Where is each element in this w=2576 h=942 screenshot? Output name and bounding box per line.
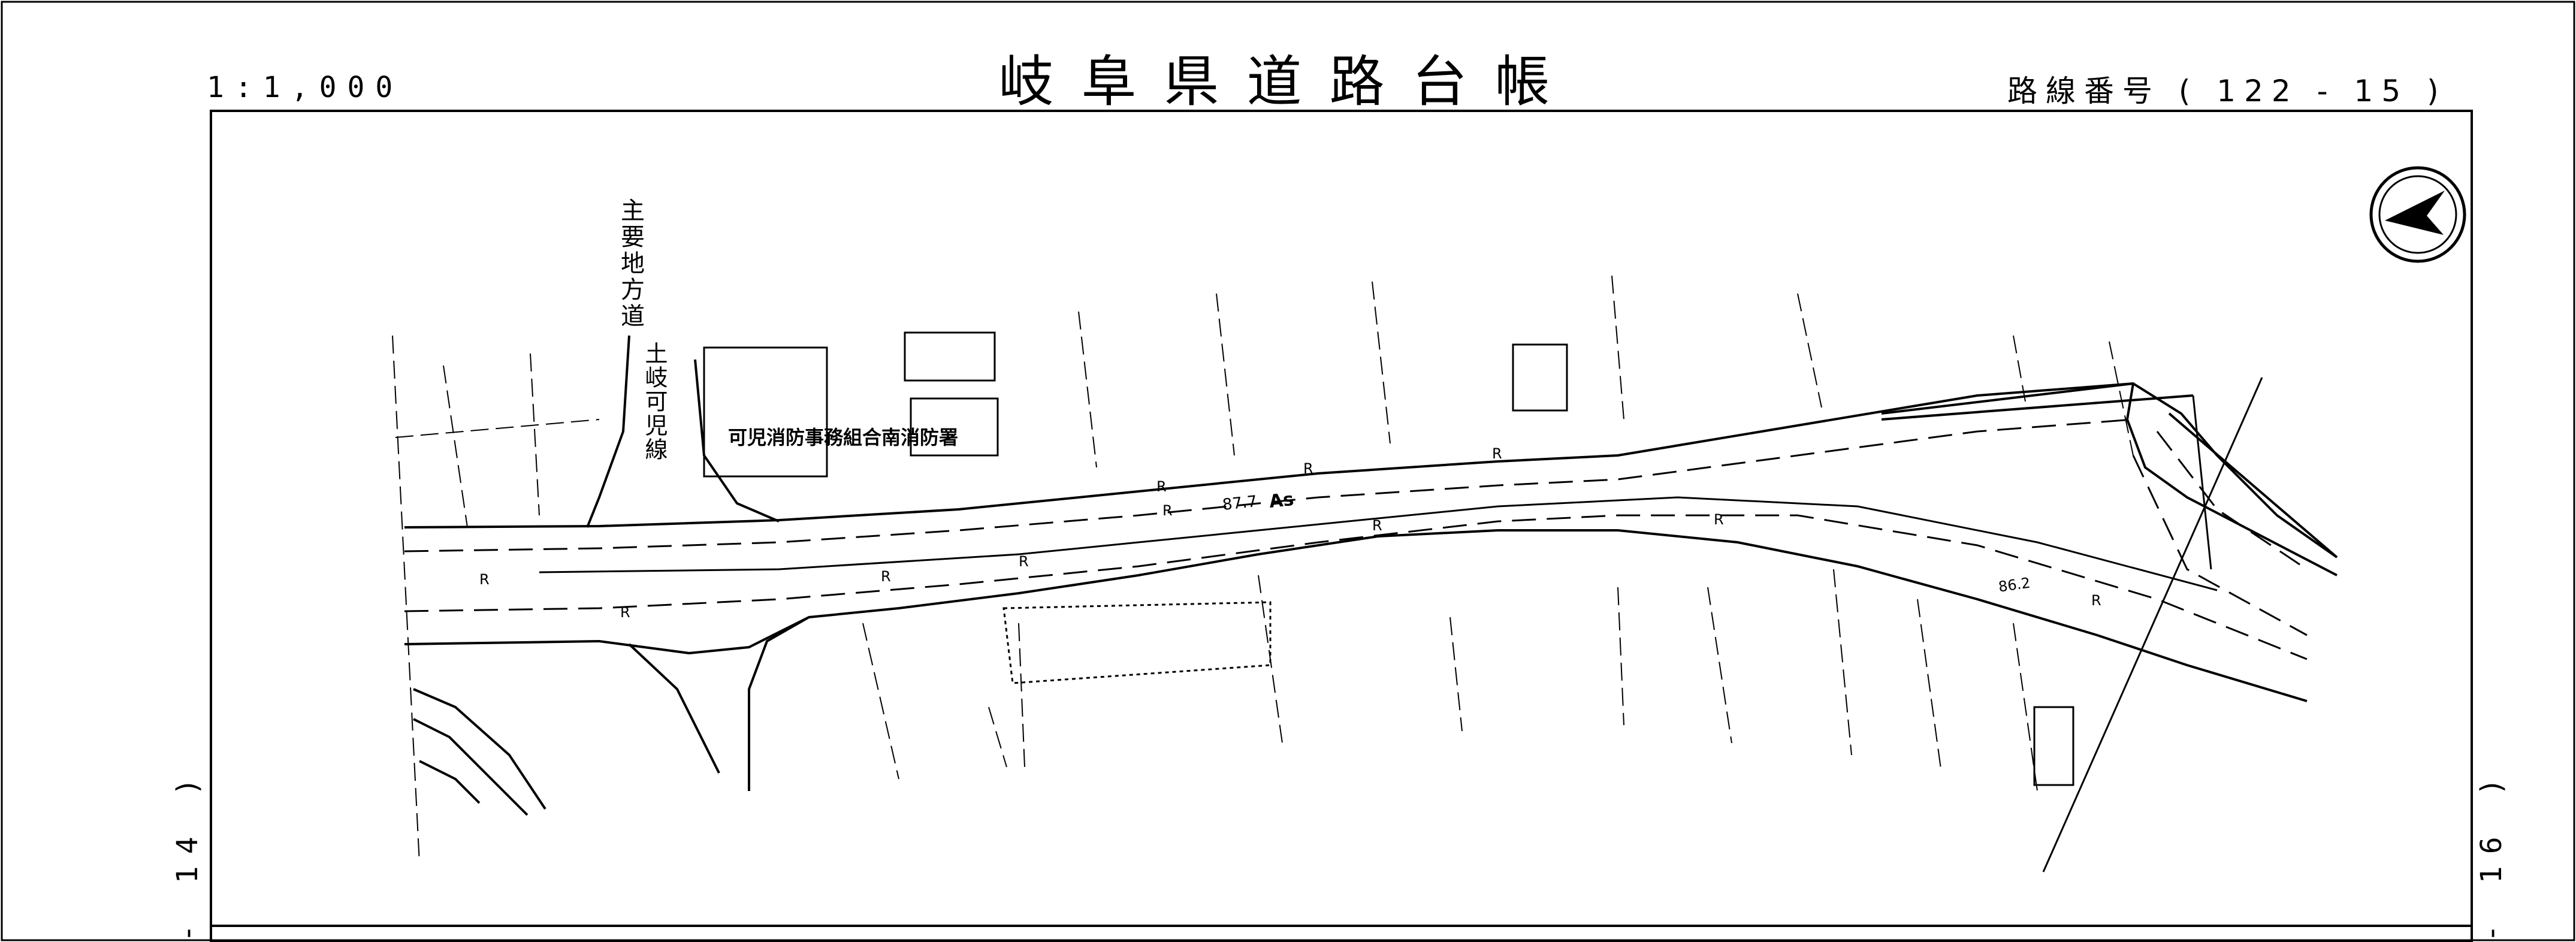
marking-r: R <box>1714 511 1724 528</box>
road-markings: R R R R R R R R R R R <box>479 445 2101 621</box>
map-frame <box>210 110 2473 942</box>
marking-r: R <box>1492 445 1502 462</box>
main-road-label: 主要地方道 <box>617 198 644 330</box>
fire-station-building <box>703 346 828 478</box>
scale-label: 1:1,000 <box>207 71 404 104</box>
buildings <box>703 331 2074 786</box>
road-centerlines <box>404 418 2308 660</box>
marking-r: R <box>1372 517 1382 534</box>
road-width-label: 87.7 <box>1221 493 1258 514</box>
pavement-label: As <box>1268 488 1295 513</box>
marking-r: R <box>1162 502 1173 519</box>
cross-road <box>586 335 810 791</box>
marking-r: R <box>1156 478 1167 495</box>
marking-r: R <box>881 568 891 585</box>
sheet-match-line <box>2042 377 2263 872</box>
corner-road <box>413 688 546 816</box>
marking-r: R <box>2091 592 2101 609</box>
marking-r: R <box>1019 553 1029 570</box>
crossing-road-label: 土岐可児線 <box>641 342 668 461</box>
fire-station-label: 可児消防事務組合南消防署 <box>728 426 959 449</box>
road-lanes <box>539 496 2218 591</box>
route-number: 路線番号 ( 122 - 15 ) <box>2007 74 2447 108</box>
page-title: 岐阜県道路台帳 <box>998 50 1578 114</box>
road-edges <box>404 382 2338 702</box>
marking-r: R <box>620 604 630 621</box>
parcel-lines <box>392 275 2134 864</box>
north-arrow-icon <box>2369 166 2466 263</box>
marking-r: R <box>1303 460 1313 477</box>
marking-r: R <box>479 571 490 588</box>
